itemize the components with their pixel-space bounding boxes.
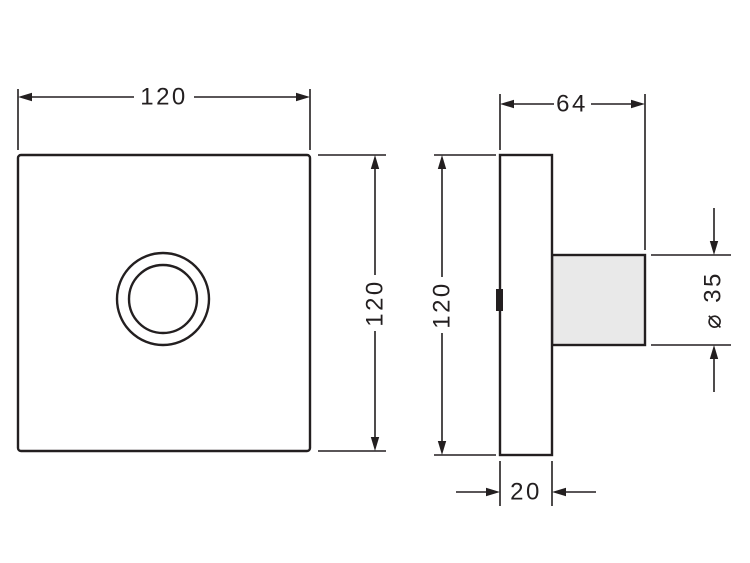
- side-knob: [550, 253, 647, 347]
- dim-side-depth-label: 64: [556, 91, 588, 118]
- arrowhead-down-icon: [709, 241, 719, 255]
- dim-knob-diameter-lines: [651, 208, 731, 392]
- dim-side-height-label: 120: [429, 281, 456, 329]
- dim-side-height-lines: [434, 154, 496, 456]
- dim-front-height-lines: [318, 154, 386, 452]
- side-view: [496, 153, 647, 457]
- dim-front-height-label: 120: [362, 279, 389, 327]
- knob-inner-circle: [127, 263, 199, 335]
- dim-front-height: 120: [318, 154, 389, 452]
- arrowhead-left-icon: [500, 99, 514, 109]
- side-plate: [498, 153, 554, 457]
- dim-front-width-label: 120: [140, 84, 188, 111]
- dim-plate-thickness-label: 20: [510, 479, 542, 506]
- dim-side-depth: 64: [499, 91, 646, 250]
- arrowhead-up-icon: [709, 345, 719, 359]
- dim-plate-thickness-lines: [456, 461, 596, 506]
- mounting-clip-detail: [496, 289, 503, 311]
- arrowhead-down-icon: [437, 441, 447, 455]
- dim-plate-thickness: 20: [456, 461, 596, 506]
- arrowhead-down-icon: [370, 437, 380, 451]
- dim-knob-diameter: ⌀ 35: [651, 208, 731, 392]
- arrowhead-up-icon: [437, 155, 447, 169]
- knob-outer-circle: [115, 251, 211, 347]
- dim-front-width-lines: [17, 89, 311, 150]
- arrowhead-left-icon: [552, 487, 566, 497]
- dim-side-depth-lines: [499, 94, 646, 250]
- dim-knob-diameter-label: ⌀ 35: [700, 271, 727, 329]
- front-view: [16, 153, 312, 453]
- arrowhead-right-icon: [631, 99, 645, 109]
- front-plate: [16, 153, 312, 453]
- dim-front-width: 120: [17, 84, 311, 150]
- arrowhead-right-icon: [296, 92, 310, 102]
- arrowhead-left-icon: [18, 92, 32, 102]
- dim-side-height: 120: [429, 154, 496, 456]
- arrowhead-right-icon: [486, 487, 500, 497]
- arrowhead-up-icon: [370, 155, 380, 169]
